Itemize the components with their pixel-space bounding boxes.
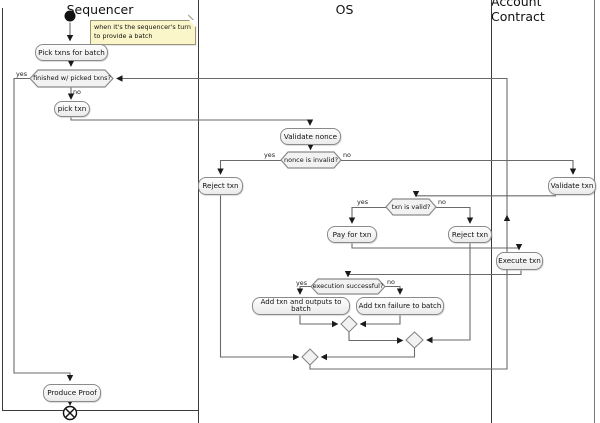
loop-mid-arrowhead bbox=[503, 214, 511, 221]
edge-reject1-to-merge3 bbox=[219, 195, 300, 361]
note-sequencer-turn: when it's the sequencer's turn to provid… bbox=[90, 20, 196, 45]
node-add-txn-outputs: Add txn and outputs to batch bbox=[252, 297, 350, 315]
decision-nonce-invalid-label: nonce is invalid? bbox=[283, 155, 339, 164]
edge-finished-yes-to-produce-proof bbox=[13, 77, 74, 382]
merge1-diamond bbox=[340, 315, 358, 333]
edge-exec-yes-to-add-outputs bbox=[296, 285, 311, 295]
decision-finished-label: finished w/ picked txns? bbox=[33, 74, 111, 83]
node-execute-txn: Execute txn bbox=[496, 252, 543, 270]
edge-merge2-to-merge3 bbox=[320, 348, 416, 361]
decision-finished-shape bbox=[29, 69, 114, 88]
decision-shapes bbox=[29, 69, 437, 295]
branch-valid-no: no bbox=[438, 198, 446, 206]
edge-merge3-loop-to-finished bbox=[116, 75, 508, 370]
decision-exec-successful-label: execution successful? bbox=[312, 282, 384, 291]
decision-exec-successful-shape bbox=[310, 278, 386, 295]
decision-txn-valid-shape bbox=[385, 198, 437, 216]
edge-reject2-to-merge2 bbox=[426, 243, 471, 344]
branch-valid-yes: yes bbox=[357, 198, 369, 206]
edge-valid-yes-to-pay bbox=[348, 206, 386, 224]
node-reject-txn-nonce: Reject txn bbox=[198, 177, 243, 195]
edge-exec-no-to-add-failure bbox=[385, 285, 404, 295]
node-pay-for-txn: Pay for txn bbox=[327, 226, 377, 243]
merge2-diamond bbox=[405, 331, 424, 349]
branch-finished-no: no bbox=[73, 88, 81, 96]
lane-title-os: OS bbox=[335, 1, 354, 17]
edge-pick-txn-to-validate-nonce bbox=[70, 117, 314, 126]
edges bbox=[13, 22, 577, 406]
edge-execute-to-exec-successful bbox=[344, 270, 522, 278]
branch-exec-no: no bbox=[387, 278, 395, 286]
merge-diamonds bbox=[301, 315, 424, 366]
node-validate-nonce: Validate nonce bbox=[280, 128, 341, 145]
node-reject-txn-invalid: Reject txn bbox=[448, 226, 492, 243]
node-produce-proof: Produce Proof bbox=[43, 384, 101, 402]
edge-validate-txn-to-txn-valid bbox=[412, 190, 556, 198]
lane-title-sequencer: Sequencer bbox=[66, 1, 134, 17]
node-pick-txn: pick txn bbox=[54, 101, 90, 117]
edge-merge1-to-merge2 bbox=[348, 332, 404, 344]
edge-nonce-no-to-validate-txn bbox=[341, 159, 577, 175]
initial-node-icon bbox=[64, 10, 76, 22]
decision-txn-valid-label: txn is valid? bbox=[391, 202, 431, 211]
node-pick-txns-for-batch: Pick txns for batch bbox=[35, 44, 108, 61]
edge-add-outputs-to-merge1 bbox=[299, 315, 339, 328]
branch-nonce-no: no bbox=[343, 151, 351, 159]
node-validate-txn: Validate txn bbox=[548, 177, 596, 195]
branch-exec-yes: yes bbox=[296, 279, 308, 287]
edge-nonce-yes-to-reject bbox=[217, 159, 281, 175]
merge3-diamond bbox=[301, 348, 319, 366]
branch-nonce-yes: yes bbox=[264, 151, 276, 159]
final-node-icon bbox=[62, 405, 78, 421]
edge-add-failure-to-merge1 bbox=[359, 315, 401, 328]
branch-finished-yes: yes bbox=[16, 70, 28, 78]
node-add-txn-failure: Add txn failure to batch bbox=[356, 297, 444, 315]
edge-pay-to-execute bbox=[351, 243, 523, 251]
decision-nonce-invalid-shape bbox=[280, 151, 342, 169]
edge-valid-no-to-reject bbox=[436, 206, 474, 224]
